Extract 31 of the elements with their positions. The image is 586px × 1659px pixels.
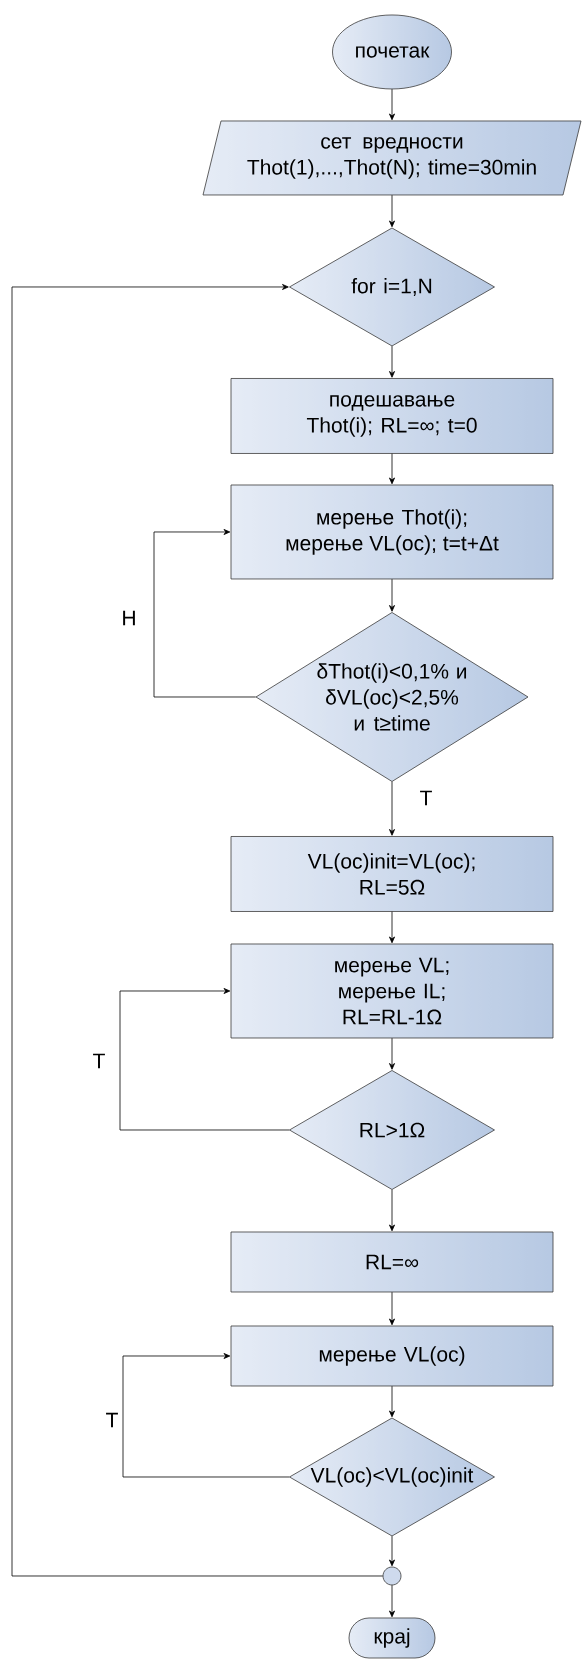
- arrow: [11, 284, 384, 1577]
- connector-circle: [382, 1566, 402, 1586]
- process-box: мерење VL; мерење IL; RL=RL-1Ω: [230, 943, 554, 1039]
- arrow: [389, 88, 395, 121]
- edge-label: Т: [418, 789, 434, 807]
- arrow: [389, 1037, 395, 1070]
- process-box: подешавање Thot(i); RL=∞; t=0: [230, 378, 554, 454]
- arrow: [389, 1385, 395, 1418]
- arrow: [389, 911, 395, 944]
- arrow: [119, 988, 290, 1131]
- arrow: [389, 453, 395, 485]
- end-terminator: крај: [348, 1617, 436, 1659]
- arrow: [389, 1535, 395, 1567]
- edge-label: Т: [91, 1052, 107, 1070]
- arrow: [389, 194, 395, 228]
- arrow: [389, 345, 395, 378]
- arrow: [122, 1353, 290, 1478]
- process-box: VL(oc)init=VL(oc); RL=5Ω: [230, 836, 554, 912]
- start-terminator: почетак: [332, 14, 452, 90]
- arrow: [389, 1584, 395, 1618]
- arrow: [153, 529, 257, 698]
- input-parallelogram: сет вредности Thot(1),...,Thot(N); time=30min: [202, 120, 582, 196]
- arrow: [389, 578, 395, 612]
- arrow: [389, 781, 395, 836]
- edge-label: Т: [104, 1411, 120, 1429]
- arrow: [389, 1291, 395, 1326]
- arrow: [389, 1189, 395, 1232]
- process-box: RL=∞: [230, 1231, 554, 1293]
- edge-label: Н: [120, 609, 138, 627]
- process-box: мерење Thot(i); мерење VL(oc); t=t+Δt: [230, 484, 554, 580]
- process-box: мерење VL(oc): [230, 1325, 554, 1387]
